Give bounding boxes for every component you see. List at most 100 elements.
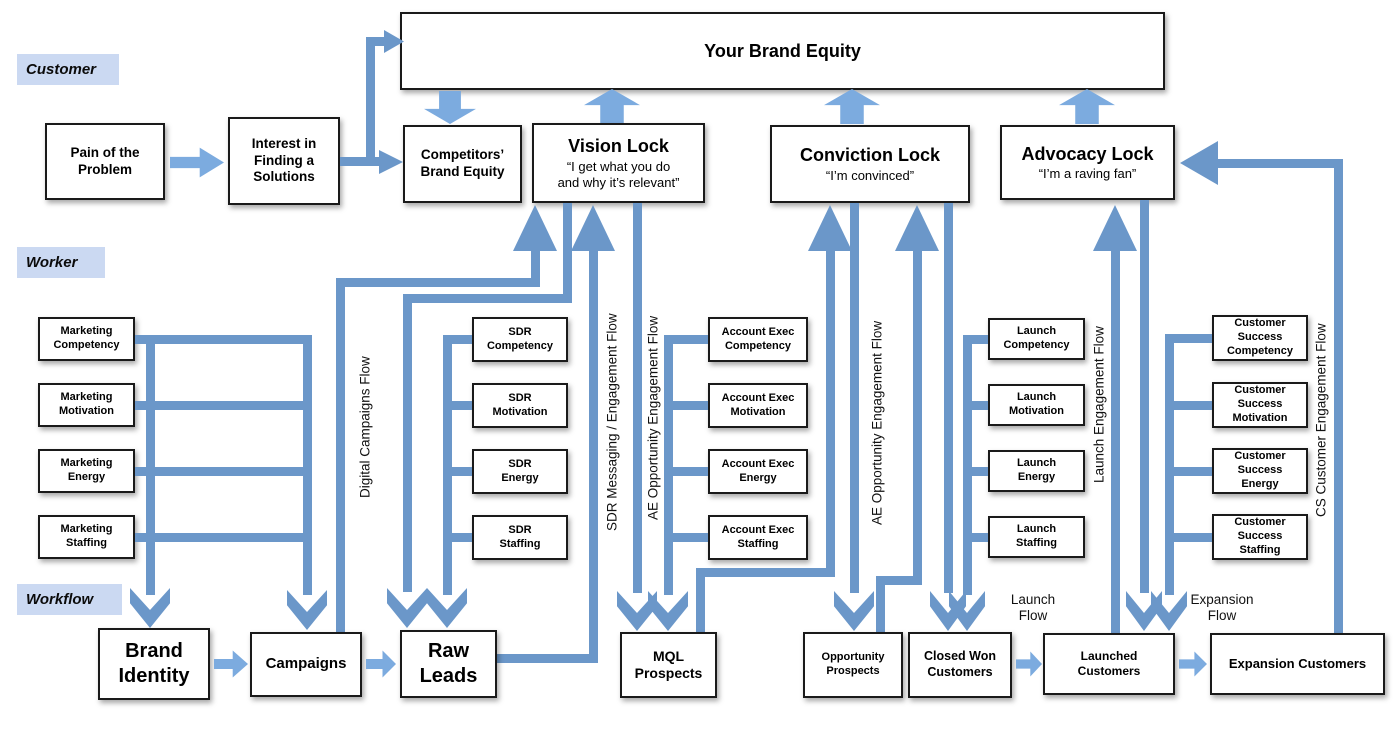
advocacy-lock-quote: “I’m a raving fan” xyxy=(1038,166,1137,182)
sdr-motivation-box: SDR Motivation xyxy=(472,383,568,428)
arrowhead-conviction-into-opportunity xyxy=(834,591,874,631)
arrowhead-into-conviction-lock-1 xyxy=(808,205,852,251)
pipe-advocacy-out-to-launched xyxy=(1140,200,1149,593)
arrowhead-into-vision-lock-2 xyxy=(571,205,615,251)
sdr-staffing-box: SDR Staffing xyxy=(472,515,568,560)
marketing-competency-box: Marketing Competency xyxy=(38,317,135,361)
label-sdr-messaging-flow: SDR Messaging / Engagement Flow xyxy=(604,313,620,532)
pipe-opportunity-riser-v2 xyxy=(913,250,922,580)
arrowhead-advocacy-into-launched xyxy=(1126,591,1162,631)
pipe-sdr-messaging-riser xyxy=(589,250,598,662)
launch-energy-box: Launch Energy xyxy=(988,450,1085,492)
launch-staffing-box: Launch Staffing xyxy=(988,516,1085,558)
launched-customers-box: Launched Customers xyxy=(1043,633,1175,695)
arrowhead-into-competitors xyxy=(379,150,403,174)
arrowhead-into-conviction-lock-2 xyxy=(895,205,939,251)
label-expansion-flow: Expansion Flow xyxy=(1190,592,1254,624)
arrow-vision-to-brand-equity xyxy=(584,89,640,124)
pipe-sdr-stub-4 xyxy=(443,533,472,542)
marketing-staffing-box: Marketing Staffing xyxy=(38,515,135,559)
pipe-junction-top-elbow xyxy=(366,37,386,46)
pain-of-problem-box: Pain of the Problem xyxy=(45,123,165,200)
arrow-advocacy-to-brand-equity xyxy=(1059,89,1115,124)
arrow-closed-won-to-launched xyxy=(1016,651,1042,677)
pipe-interest-out xyxy=(340,157,380,166)
pipe-campaigns-riser xyxy=(336,278,345,632)
arrow-launched-to-expansion xyxy=(1179,651,1207,677)
pipe-raw-leads-out-elbow xyxy=(497,654,598,663)
pipe-vision-out-to-mql xyxy=(633,203,642,593)
advocacy-lock-title: Advocacy Lock xyxy=(1021,143,1154,164)
pipe-sdr-stub-2 xyxy=(443,401,472,410)
pipe-expansion-riser-elbow xyxy=(1218,159,1343,168)
pipe-launch-stub-4 xyxy=(963,533,988,542)
conviction-lock-box: Conviction Lock “I’m convinced” xyxy=(770,125,970,203)
label-cs-customer-engagement-flow: CS Customer Engagement Flow xyxy=(1313,323,1329,517)
pipe-cs-stub-3 xyxy=(1165,467,1212,476)
closed-won-customers-box: Closed Won Customers xyxy=(908,632,1012,698)
pipe-launch-collector xyxy=(963,335,972,595)
cs-staffing-box: Customer Success Staffing xyxy=(1212,514,1308,560)
pipe-marketing-collector-campaigns xyxy=(303,335,312,595)
arrowhead-into-vision-lock-1 xyxy=(513,205,557,251)
pipe-cs-stub-2 xyxy=(1165,401,1212,410)
band-label-worker: Worker xyxy=(17,247,105,278)
pipe-marketing-stub-3 xyxy=(135,467,312,476)
arrowhead-expansion-into-advocacy xyxy=(1180,141,1218,185)
band-label-workflow: Workflow xyxy=(17,584,122,615)
pipe-launch-stub-1 xyxy=(963,335,988,344)
account-exec-competency-box: Account Exec Competency xyxy=(708,317,808,362)
vision-lock-title: Vision Lock xyxy=(568,136,669,156)
pipe-vision-out-to-raw-leads-v1 xyxy=(563,203,572,303)
band-label-customer: Customer xyxy=(17,54,119,85)
cs-energy-box: Customer Success Energy xyxy=(1212,448,1308,494)
arrow-campaigns-to-raw-leads xyxy=(366,650,396,678)
opportunity-prospects-box: Opportunity Prospects xyxy=(803,632,903,698)
label-ae-opportunity-flow-right: AE Opportunity Engagement Flow xyxy=(869,320,885,525)
pipe-vision-out-to-raw-leads-h xyxy=(403,294,572,303)
pipe-junction-riser xyxy=(366,40,375,166)
pipe-ae-stub-3 xyxy=(664,467,708,476)
pipe-cs-stub-4 xyxy=(1165,533,1212,542)
interest-box: Interest in Finding a Solutions xyxy=(228,117,340,205)
pipe-conviction-out-to-closed-won xyxy=(944,203,953,593)
conviction-lock-title: Conviction Lock xyxy=(799,145,940,166)
arrowhead-into-advocacy-lock xyxy=(1093,205,1137,251)
arrowhead-conviction-into-closed-won xyxy=(930,591,966,631)
account-exec-motivation-box: Account Exec Motivation xyxy=(708,383,808,428)
pipe-opportunity-riser-v1 xyxy=(876,580,885,632)
pipe-conviction-out-to-opportunity xyxy=(850,203,859,593)
advocacy-lock-box: Advocacy Lock “I’m a raving fan” xyxy=(1000,125,1175,200)
arrow-brand-equity-to-competitors xyxy=(424,91,476,124)
pipe-ae-stub-1 xyxy=(664,335,708,344)
launch-competency-box: Launch Competency xyxy=(988,318,1085,360)
pipe-launch-stub-2 xyxy=(963,401,988,410)
pipe-cs-stub-1 xyxy=(1165,334,1212,343)
arrow-conviction-to-brand-equity xyxy=(824,89,880,124)
label-digital-campaigns-flow: Digital Campaigns Flow xyxy=(357,356,373,498)
arrowhead-vision-into-raw-leads xyxy=(387,588,427,628)
sdr-competency-box: SDR Competency xyxy=(472,317,568,362)
campaigns-box: Campaigns xyxy=(250,632,362,697)
marketing-motivation-box: Marketing Motivation xyxy=(38,383,135,427)
launch-motivation-box: Launch Motivation xyxy=(988,384,1085,426)
pipe-vision-out-to-raw-leads-v2 xyxy=(403,294,412,592)
pipe-expansion-riser xyxy=(1334,159,1343,633)
arrow-brand-identity-to-campaigns xyxy=(214,650,248,678)
account-exec-staffing-box: Account Exec Staffing xyxy=(708,515,808,560)
pipe-sdr-stub-1 xyxy=(443,335,472,344)
pipe-mql-riser-v2 xyxy=(826,250,835,572)
cs-competency-box: Customer Success Competency xyxy=(1212,315,1308,361)
label-launch-engagement-flow: Launch Engagement Flow xyxy=(1091,326,1107,484)
pipe-marketing-stub-4 xyxy=(135,533,312,542)
vision-lock-quote: “I get what you do and why it’s relevant… xyxy=(557,158,680,190)
vision-lock-box: Vision Lock “I get what you do and why i… xyxy=(532,123,705,203)
raw-leads-box: Raw Leads xyxy=(400,630,497,698)
pipe-marketing-stub-1 xyxy=(135,335,312,344)
pipe-ae-stub-2 xyxy=(664,401,708,410)
label-launch-flow: Launch Flow xyxy=(1010,592,1056,624)
pipe-launched-riser xyxy=(1111,250,1120,633)
pipe-cs-collector xyxy=(1165,334,1174,595)
expansion-customers-box: Expansion Customers xyxy=(1210,633,1385,695)
brand-identity-box: Brand Identity xyxy=(98,628,210,700)
